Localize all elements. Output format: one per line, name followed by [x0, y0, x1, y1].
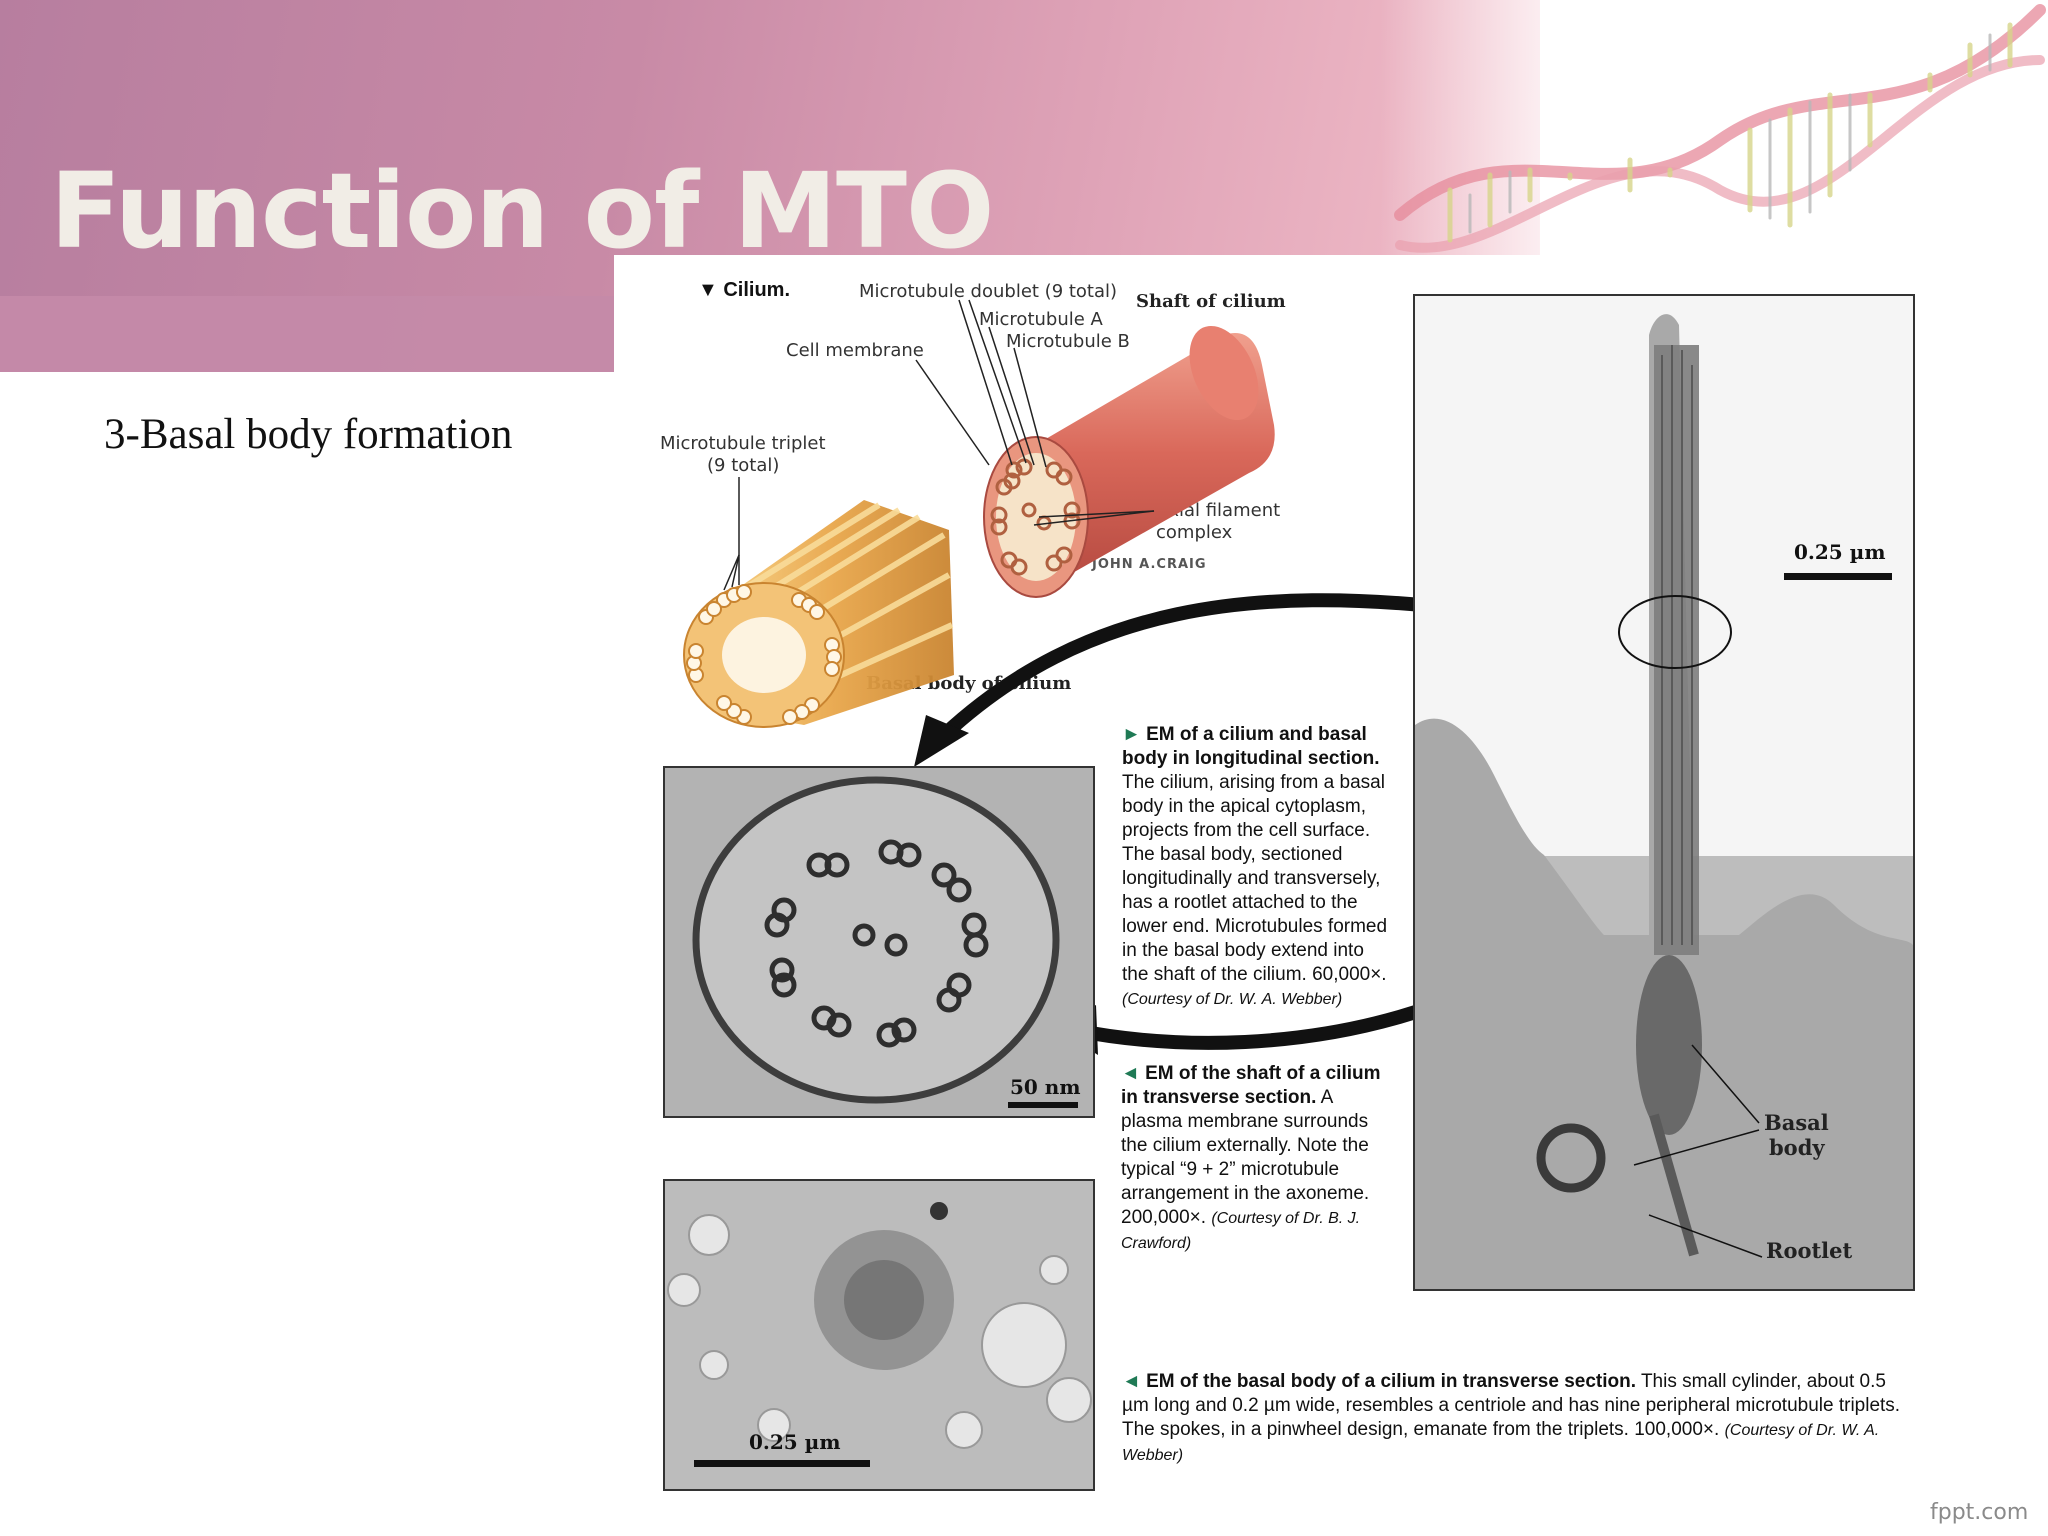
label-basal: Basal: [1764, 1110, 1829, 1135]
caption-heading: EM of a cilium and basal body in longitu…: [1122, 724, 1380, 769]
cilium-illustration: [663, 294, 1915, 1491]
basal-body-drawing: [683, 500, 954, 728]
scale-label-longitudinal: 0.25 µm: [1794, 540, 1886, 564]
caption-heading: EM of the basal body of a cilium in tran…: [1146, 1371, 1636, 1392]
caption-credit: (Courtesy of Dr. B. J. Crawford): [1121, 1210, 1361, 1252]
slide-subtitle: 3-Basal body formation: [104, 411, 513, 458]
scale-label-basal: 0.25 µm: [749, 1430, 841, 1454]
scale-bar-shaft: [1008, 1102, 1078, 1108]
label-microtubule-doublet: Microtubule doublet (9 total): [859, 281, 1118, 302]
caption-marker: ►: [1122, 724, 1141, 745]
caption-marker: ◄: [1121, 1063, 1140, 1084]
watermark: fppt.com: [1930, 1500, 2029, 1525]
label-microtubule-a: Microtubule A: [979, 309, 1103, 330]
caption-body: This small cylinder, about 0.5 µm long a…: [1122, 1371, 1901, 1440]
label-shaft-of-cilium: Shaft of cilium: [1136, 291, 1286, 312]
scale-bar-longitudinal: [1784, 573, 1892, 580]
label-cell-membrane: Cell membrane: [786, 340, 924, 361]
caption-basal: ◄ EM of the basal body of a cilium in tr…: [1122, 1370, 1912, 1468]
label-complex: complex: [1156, 522, 1233, 543]
label-body: body: [1769, 1135, 1825, 1160]
label-microtubule-triplet: Microtubule triplet: [660, 433, 826, 454]
label-microtubule-b: Microtubule B: [1006, 331, 1130, 352]
header-lower-strip: [0, 296, 620, 372]
em-longitudinal-panel: [1413, 294, 1915, 1291]
artist-signature: JOHN A.CRAIG: [1092, 557, 1207, 572]
cilium-shaft-drawing: [983, 325, 1275, 598]
caption-body: A plasma membrane surrounds the cilium e…: [1121, 1087, 1370, 1228]
caption-heading: EM of the shaft of a cilium in transvers…: [1121, 1063, 1381, 1108]
arrow-to-shaft-panel: [914, 593, 1461, 767]
dna-helix-decoration: [1394, 4, 2046, 253]
em-basal-panel: [663, 1179, 1095, 1491]
cilium-figure: ▼ Cilium. Microtubule doublet (9 total) …: [614, 255, 1954, 1495]
caption-shaft: ◄ EM of the shaft of a cilium in transve…: [1121, 1062, 1391, 1256]
scale-label-shaft: 50 nm: [1010, 1075, 1081, 1099]
scale-bar-basal: [694, 1460, 870, 1467]
em-shaft-panel: [663, 766, 1095, 1118]
label-nine-total: (9 total): [707, 455, 780, 476]
slide-title: Function of MTO: [50, 150, 994, 272]
cilium-heading: ▼ Cilium.: [698, 279, 791, 301]
caption-credit: (Courtesy of Dr. W. A. Webber): [1122, 1422, 1880, 1464]
caption-body: The cilium, arising from a basal body in…: [1122, 772, 1388, 985]
caption-longitudinal: ► EM of a cilium and basal body in longi…: [1122, 723, 1392, 1012]
caption-marker: ◄: [1122, 1371, 1141, 1392]
label-rootlet: Rootlet: [1766, 1238, 1853, 1263]
caption-credit: (Courtesy of Dr. W. A. Webber): [1122, 991, 1343, 1008]
